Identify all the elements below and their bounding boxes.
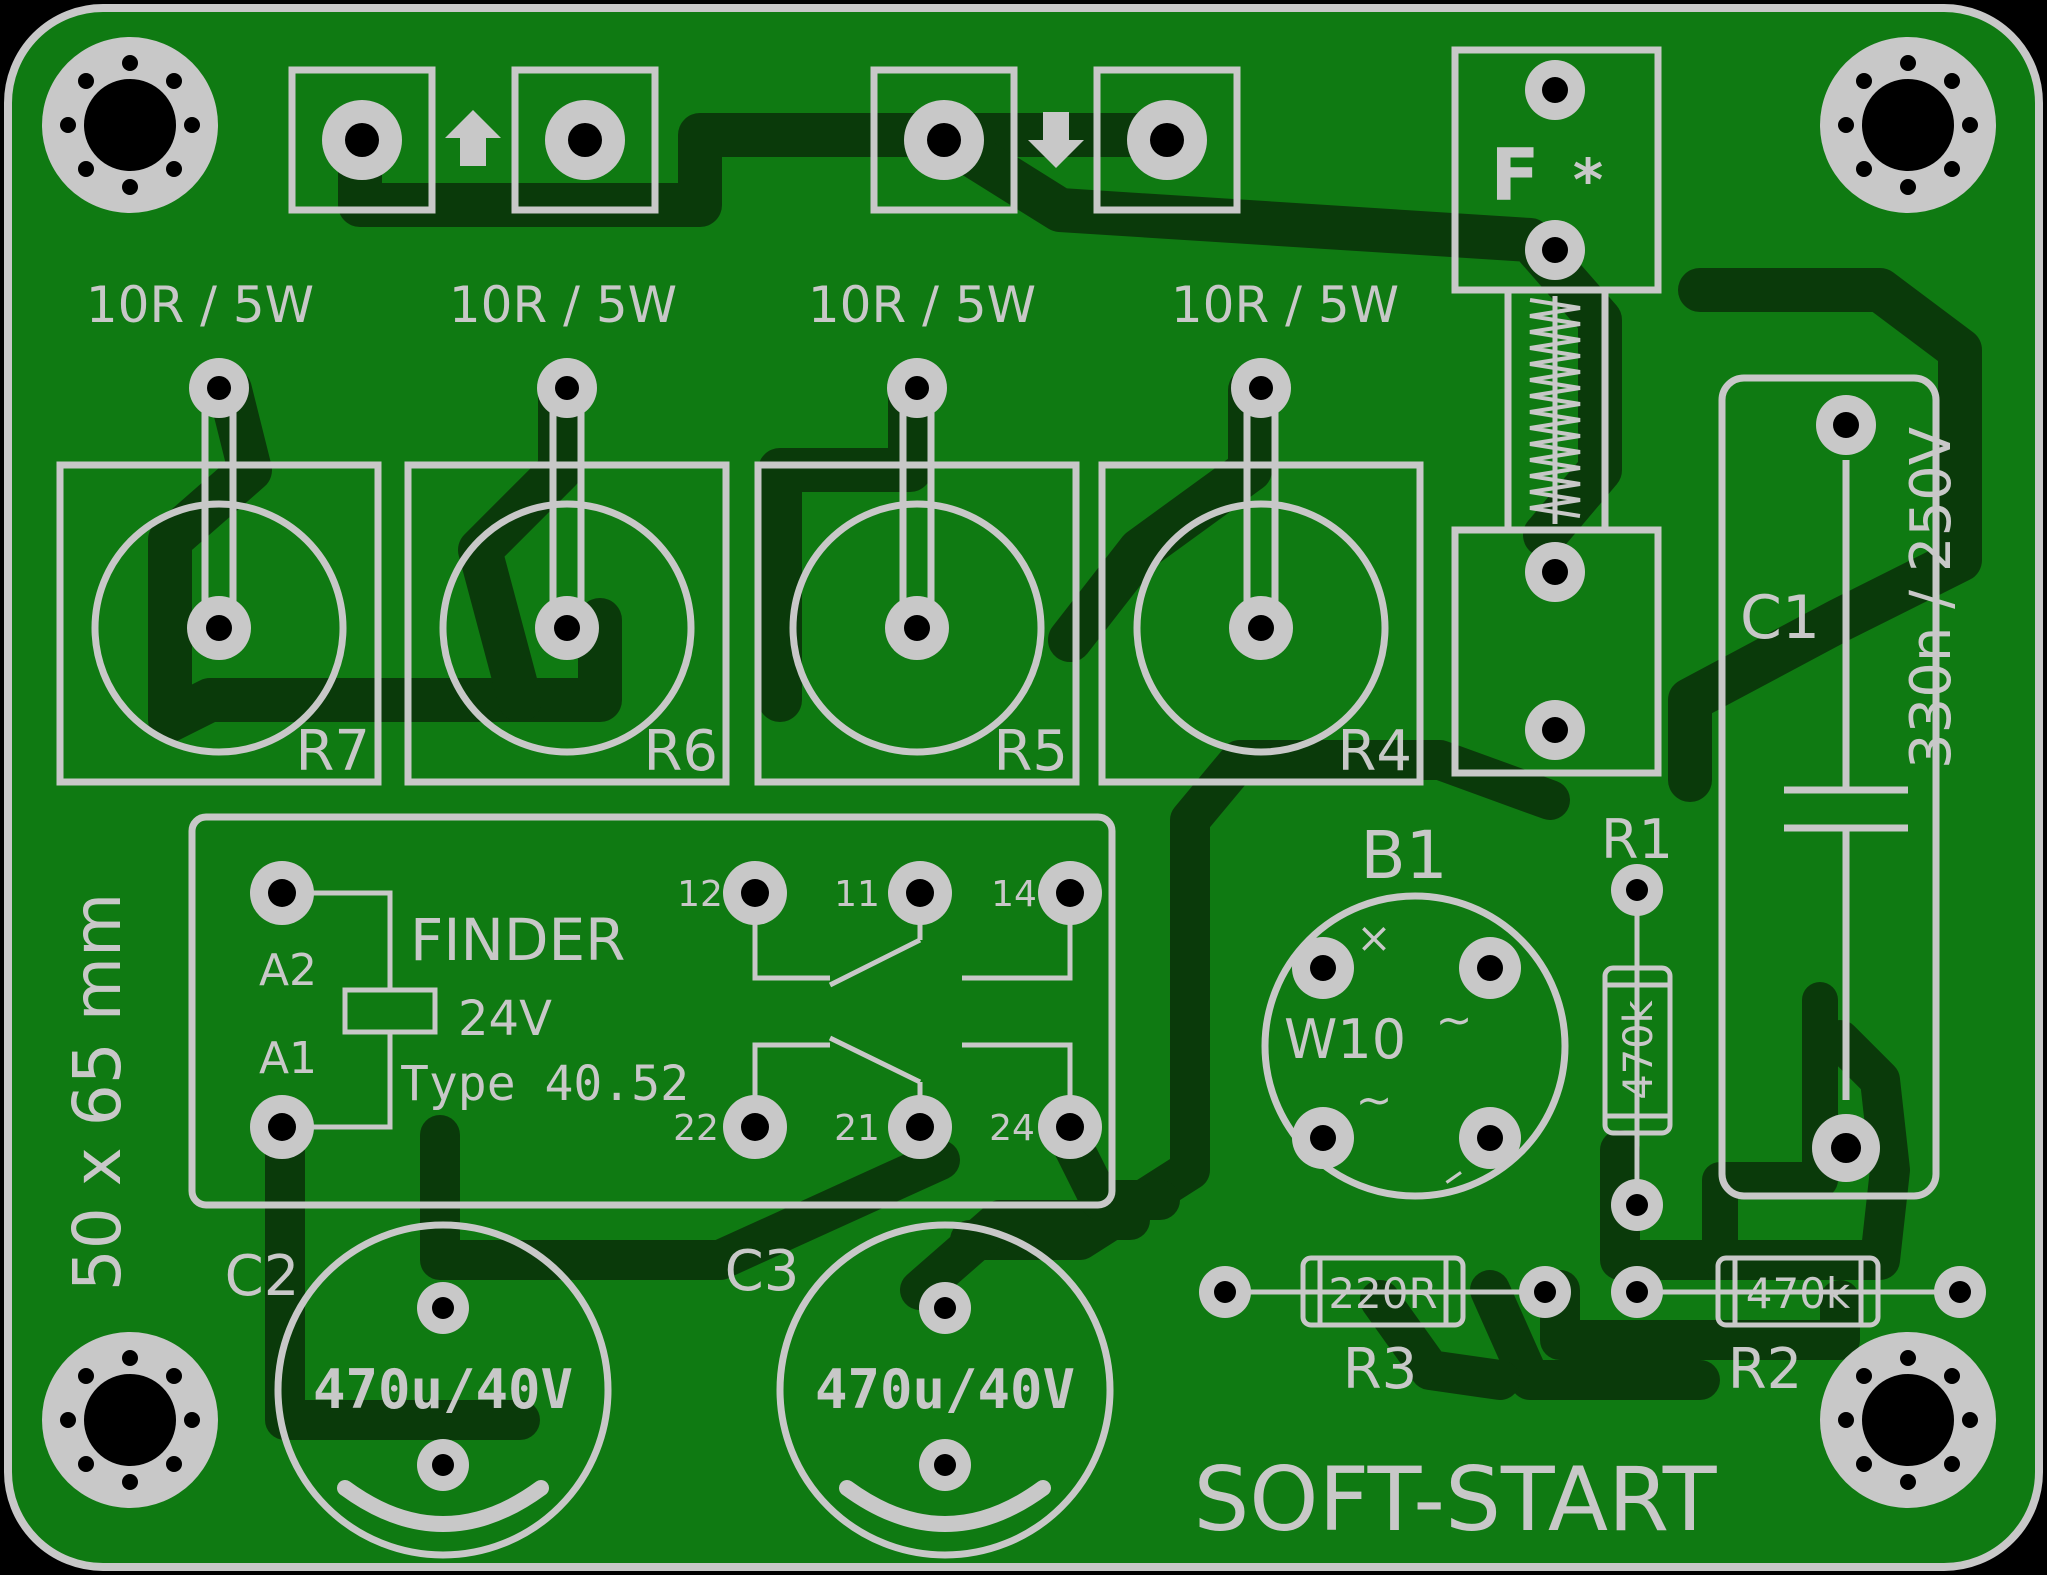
resistor-value: 10R / 5W [1171, 276, 1399, 334]
relay-pin-a1: A1 [259, 1033, 317, 1084]
resistor-value: 10R / 5W [86, 276, 314, 334]
resistor-ref: R7 [295, 719, 370, 784]
fuse-holder: F * [1451, 46, 1662, 777]
resistor-r6: 10R / 5W R6 [404, 276, 730, 786]
relay-pin-24: 24 [989, 1108, 1035, 1149]
bridge-ac-mark: ~ [1436, 995, 1473, 1046]
terminal-input-1 [288, 66, 436, 214]
capacitor-polarity-mark [839, 1480, 1051, 1532]
relay-voltage: 24V [458, 991, 552, 1047]
board-title: SOFT-START [1193, 1448, 1717, 1551]
resistor-r5: 10R / 5W R5 [754, 276, 1080, 786]
relay-pin-14: 14 [991, 874, 1037, 915]
capacitor-ref: C3 [725, 1239, 800, 1304]
relay-pin-12: 12 [677, 874, 723, 915]
relay-pin-11: 11 [834, 874, 880, 915]
resistor-ref: R4 [1337, 719, 1412, 784]
terminal-input-2 [511, 66, 659, 214]
copper-traces [148, 113, 1982, 1440]
relay-type: Type 40.52 [400, 1056, 689, 1112]
mount-hole-top-right [1820, 37, 1996, 213]
capacitor-value: 470u/40V [313, 1358, 573, 1421]
resistor-ref: R1 [1601, 808, 1673, 871]
capacitor-ref: C2 [225, 1244, 300, 1309]
capacitor-polarity-mark [337, 1480, 549, 1532]
resistor-value: 470k [1616, 999, 1662, 1099]
fuse-mark: * [1573, 146, 1603, 214]
terminal-output-1 [870, 66, 1018, 214]
mount-hole-bottom-left [42, 1332, 218, 1508]
mount-hole-top-left [42, 37, 218, 213]
relay-pin-22: 22 [673, 1108, 719, 1149]
resistor-value: 220R [1328, 1269, 1437, 1318]
capacitor-c1: C1 330n / 250V [1718, 374, 1964, 1200]
down-arrow-icon [1028, 112, 1084, 168]
resistor-value: 470k [1746, 1269, 1851, 1318]
capacitor-value: 330n / 250V [1899, 427, 1964, 769]
capacitor-value: 470u/40V [815, 1358, 1075, 1421]
relay-pin-21: 21 [834, 1108, 880, 1149]
resistor-r7: 10R / 5W R7 [56, 276, 382, 786]
fuse-label: F [1490, 133, 1539, 217]
resistor-ref: R6 [643, 719, 718, 784]
resistor-r2: 470k R2 [1611, 1255, 1986, 1402]
mount-hole-bottom-right [1820, 1332, 1996, 1508]
resistor-value: 10R / 5W [449, 276, 677, 334]
terminal-output-2 [1093, 66, 1241, 214]
resistor-ref: R3 [1343, 1337, 1418, 1402]
resistor-r4: 10R / 5W R4 [1098, 276, 1424, 786]
resistor-r3: 220R R3 [1199, 1255, 1571, 1402]
bridge-ref: B1 [1360, 817, 1447, 894]
capacitor-c2: C2 470u/40V [225, 1221, 612, 1559]
resistor-ref: R2 [1728, 1337, 1803, 1402]
resistor-value: 10R / 5W [808, 276, 1036, 334]
relay-finder: FINDER 24V Type 40.52 A2 A1 12 11 14 22 … [188, 813, 1116, 1209]
relay-brand: FINDER [410, 906, 625, 974]
up-arrow-icon [445, 110, 501, 166]
board-size-label: 50 x 65 mm [59, 893, 136, 1292]
bridge-plus-mark: × [1356, 913, 1391, 962]
capacitor-c3: C3 470u/40V [725, 1221, 1114, 1559]
resistor-ref: R5 [993, 719, 1068, 784]
bridge-ac-mark-2: ~ [1356, 1075, 1393, 1126]
resistor-r1: R1 470k [1601, 808, 1673, 1231]
bridge-part: W10 [1284, 1008, 1406, 1071]
relay-pin-a2: A2 [259, 945, 317, 996]
capacitor-ref: C1 [1740, 583, 1820, 653]
